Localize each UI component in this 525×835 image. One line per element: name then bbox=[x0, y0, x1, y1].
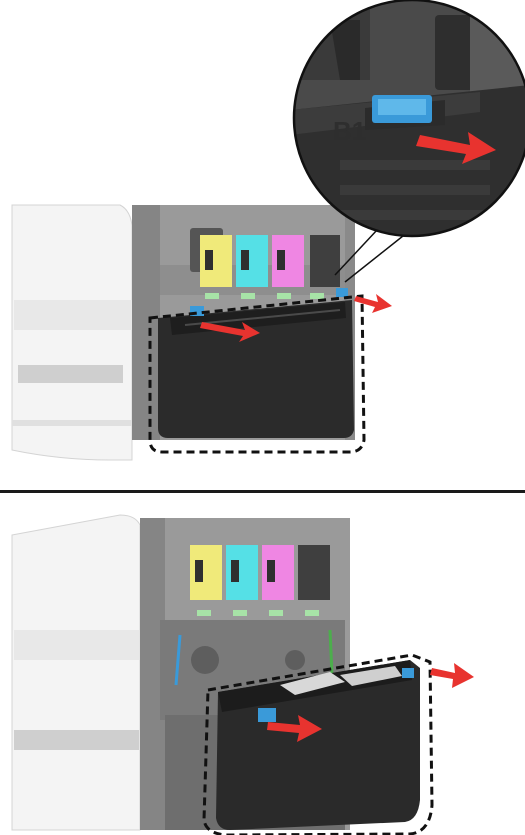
bottle-latch-right bbox=[402, 668, 414, 678]
step-1-illustration: B1 bbox=[0, 0, 525, 480]
bottle-latch-right bbox=[336, 288, 348, 297]
toner-cyan bbox=[226, 545, 258, 600]
toner-magenta bbox=[262, 545, 294, 600]
toner-cyan bbox=[236, 235, 268, 287]
step-2-svg bbox=[0, 500, 525, 835]
arrow-right bbox=[430, 663, 474, 688]
step-2-illustration bbox=[0, 500, 525, 835]
step-divider bbox=[0, 490, 525, 493]
zoom-callout: B1 bbox=[290, 0, 525, 240]
bottle-latch-left bbox=[258, 708, 276, 722]
toner-yellow bbox=[190, 545, 222, 600]
step-1-svg: B1 bbox=[0, 0, 525, 480]
zoom-label-b1: B1 bbox=[333, 116, 366, 146]
toner-yellow bbox=[200, 235, 232, 287]
toner-magenta bbox=[272, 235, 304, 287]
